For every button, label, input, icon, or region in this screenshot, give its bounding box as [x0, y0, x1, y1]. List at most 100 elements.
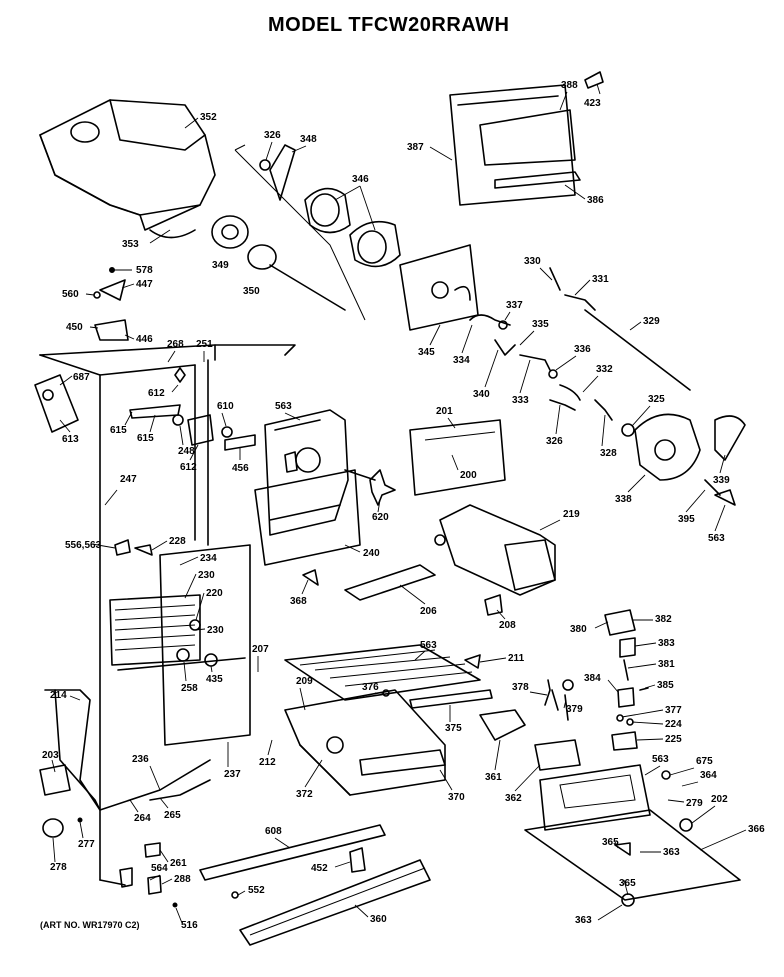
part-number-label: 279	[686, 798, 703, 809]
part-number-label: 340	[473, 389, 490, 400]
part-number-label: 372	[296, 789, 313, 800]
part-number-label: 277	[78, 839, 95, 850]
part-number-label: 615	[110, 425, 127, 436]
part-number-label: 361	[485, 772, 502, 783]
crisper-pan	[284, 689, 446, 796]
part-number-label: 365	[602, 837, 619, 848]
part-number-label: 278	[50, 862, 67, 873]
part-368	[484, 594, 503, 616]
part-number-label: 203	[42, 750, 59, 761]
part-number-label: 608	[265, 826, 282, 837]
part-number-label: 447	[136, 279, 153, 290]
part-number-label: 224	[665, 719, 682, 730]
part-number-label: 201	[436, 406, 453, 417]
part-number-label: 330	[524, 256, 541, 267]
part-number-label: 563	[420, 640, 437, 651]
part-number-label: 377	[665, 705, 682, 716]
part-number-label: 261	[170, 858, 187, 869]
part-number-label: 360	[370, 914, 387, 925]
bracket-268	[34, 374, 79, 433]
part-number-label: 336	[574, 344, 591, 355]
part-number-label: 200	[460, 470, 477, 481]
part-number-label: 387	[407, 142, 424, 153]
part-370	[534, 739, 581, 771]
part-number-label: 563	[652, 754, 669, 765]
part-number-label: 251	[196, 339, 213, 350]
part-number-label: 207	[252, 644, 269, 655]
part-number-label: 687	[73, 372, 90, 383]
part-number-label: 247	[120, 474, 137, 485]
leader-lines	[51, 83, 747, 924]
part-number-label: 258	[181, 683, 198, 694]
part-number-label: 613	[62, 434, 79, 445]
part-number-label: 452	[311, 863, 328, 874]
part-number-label: 363	[663, 847, 680, 858]
machine-compartment	[524, 764, 741, 907]
part-number-label: 563	[708, 533, 725, 544]
part-number-label: 516	[181, 920, 198, 931]
part-labels: 352 326 348 346 349 350 353 578 447 560 …	[42, 80, 765, 931]
part-number-label: 346	[352, 174, 369, 185]
part-number-label: 385	[657, 680, 674, 691]
part-number-label: 379	[566, 704, 583, 715]
part-number-label: 288	[174, 874, 191, 885]
left-hardware	[93, 267, 129, 341]
part-number-label: 325	[648, 394, 665, 405]
part-number-label: 382	[655, 614, 672, 625]
part-number-label: 329	[643, 316, 660, 327]
part-number-label: 365	[619, 878, 636, 889]
motor-assembly	[621, 413, 746, 506]
part-number-label: 388	[561, 80, 578, 91]
wire-shelf	[284, 644, 493, 709]
part-number-label: 219	[563, 509, 580, 520]
part-number-label: 326	[546, 436, 563, 447]
part-number-label: 237	[224, 769, 241, 780]
relay-parts	[604, 609, 649, 751]
part-number-label: 610	[217, 401, 234, 412]
part-number-label: 612	[180, 462, 197, 473]
part-number-label: 375	[445, 723, 462, 734]
part-number-label: 352	[200, 112, 217, 123]
part-number-label: 240	[363, 548, 380, 559]
part-number-label: 383	[658, 638, 675, 649]
part-number-label: 384	[584, 673, 601, 684]
part-number-label: 353	[122, 239, 139, 250]
ice-maker-panel	[409, 419, 506, 496]
part-number-label: 338	[615, 494, 632, 505]
part-number-label: 264	[134, 813, 151, 824]
evaporator-area	[109, 539, 251, 746]
part-number-label: 339	[713, 475, 730, 486]
part-number-label: 423	[584, 98, 601, 109]
part-number-label: 370	[448, 792, 465, 803]
part-number-label: 208	[499, 620, 516, 631]
drain-tube	[39, 689, 211, 838]
part-number-label: 345	[418, 347, 435, 358]
part-number-label: 334	[453, 355, 470, 366]
part-number-label: 211	[508, 653, 525, 664]
part-number-label: 228	[169, 536, 186, 547]
part-number-label: 202	[711, 794, 728, 805]
part-number-label: 348	[300, 134, 317, 145]
part-number-label: 552	[248, 885, 265, 896]
part-number-label: 378	[512, 682, 529, 693]
switch-clips	[129, 367, 256, 451]
part-number-label: 675	[696, 756, 713, 767]
part-number-label: 214	[50, 690, 67, 701]
duct-cover	[302, 564, 436, 601]
mechanism-plate	[399, 244, 479, 331]
part-number-label: 326	[264, 130, 281, 141]
bottom-left-hardware	[119, 842, 239, 908]
page-title: MODEL TFCW20RRAWH	[268, 14, 510, 36]
part-number-label: 225	[665, 734, 682, 745]
part-number-label: 362	[505, 793, 522, 804]
part-number-label: 366	[748, 824, 765, 835]
part-number-label: 333	[512, 395, 529, 406]
part-number-label: 349	[212, 260, 229, 271]
part-number-label: 556,563	[65, 540, 102, 551]
part-number-label: 450	[66, 322, 83, 333]
part-number-label: 236	[132, 754, 149, 765]
part-number-label: 230	[207, 625, 224, 636]
cabinet-liner	[39, 344, 296, 886]
part-number-label: 363	[575, 915, 592, 926]
part-number-label: 230	[198, 570, 215, 581]
